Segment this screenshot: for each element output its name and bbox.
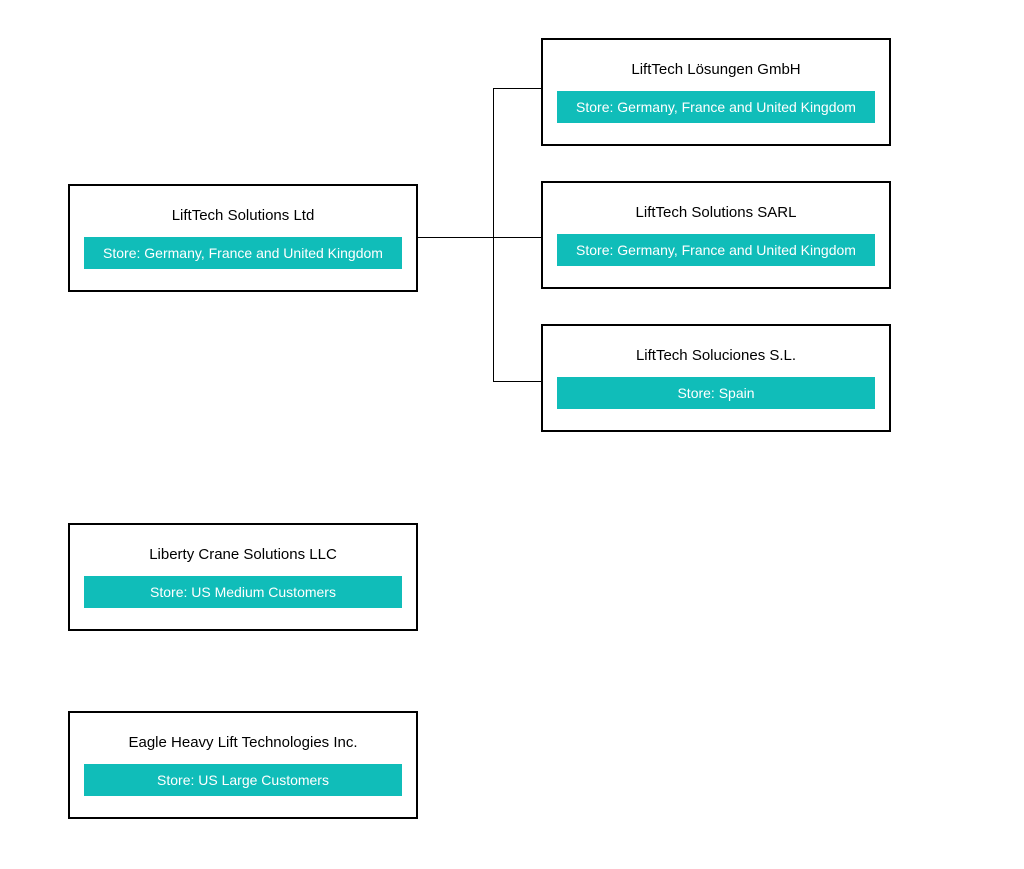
node-lifttech-solutions-ltd[interactable]: LiftTech Solutions Ltd Store: Germany, F… bbox=[68, 184, 418, 292]
store-badge: Store: Germany, France and United Kingdo… bbox=[84, 237, 402, 269]
edge-parent-to-sarl-line bbox=[418, 237, 541, 238]
node-title: Liberty Crane Solutions LLC bbox=[149, 546, 337, 563]
node-title: LiftTech Solutions SARL bbox=[635, 204, 797, 221]
store-badge: Store: US Large Customers bbox=[84, 764, 402, 796]
node-eagle-heavy-lift-technologies-inc[interactable]: Eagle Heavy Lift Technologies Inc. Store… bbox=[68, 711, 418, 819]
store-badge: Store: US Medium Customers bbox=[84, 576, 402, 608]
store-badge: Store: Spain bbox=[557, 377, 875, 409]
node-lifttech-soluciones-sl[interactable]: LiftTech Soluciones S.L. Store: Spain bbox=[541, 324, 891, 432]
node-title: LiftTech Lösungen GmbH bbox=[631, 61, 801, 78]
node-title: LiftTech Solutions Ltd bbox=[171, 207, 315, 224]
edge-trunk-line bbox=[493, 88, 494, 382]
edge-parent-to-sl-line bbox=[493, 381, 541, 382]
node-lifttech-solutions-sarl[interactable]: LiftTech Solutions SARL Store: Germany, … bbox=[541, 181, 891, 289]
store-badge: Store: Germany, France and United Kingdo… bbox=[557, 91, 875, 123]
node-liberty-crane-solutions-llc[interactable]: Liberty Crane Solutions LLC Store: US Me… bbox=[68, 523, 418, 631]
node-title: Eagle Heavy Lift Technologies Inc. bbox=[128, 734, 358, 751]
node-title: LiftTech Soluciones S.L. bbox=[635, 347, 797, 364]
node-lifttech-losungen-gmbh[interactable]: LiftTech Lösungen GmbH Store: Germany, F… bbox=[541, 38, 891, 146]
store-badge: Store: Germany, France and United Kingdo… bbox=[557, 234, 875, 266]
edge-parent-to-gmbh-line bbox=[493, 88, 541, 89]
